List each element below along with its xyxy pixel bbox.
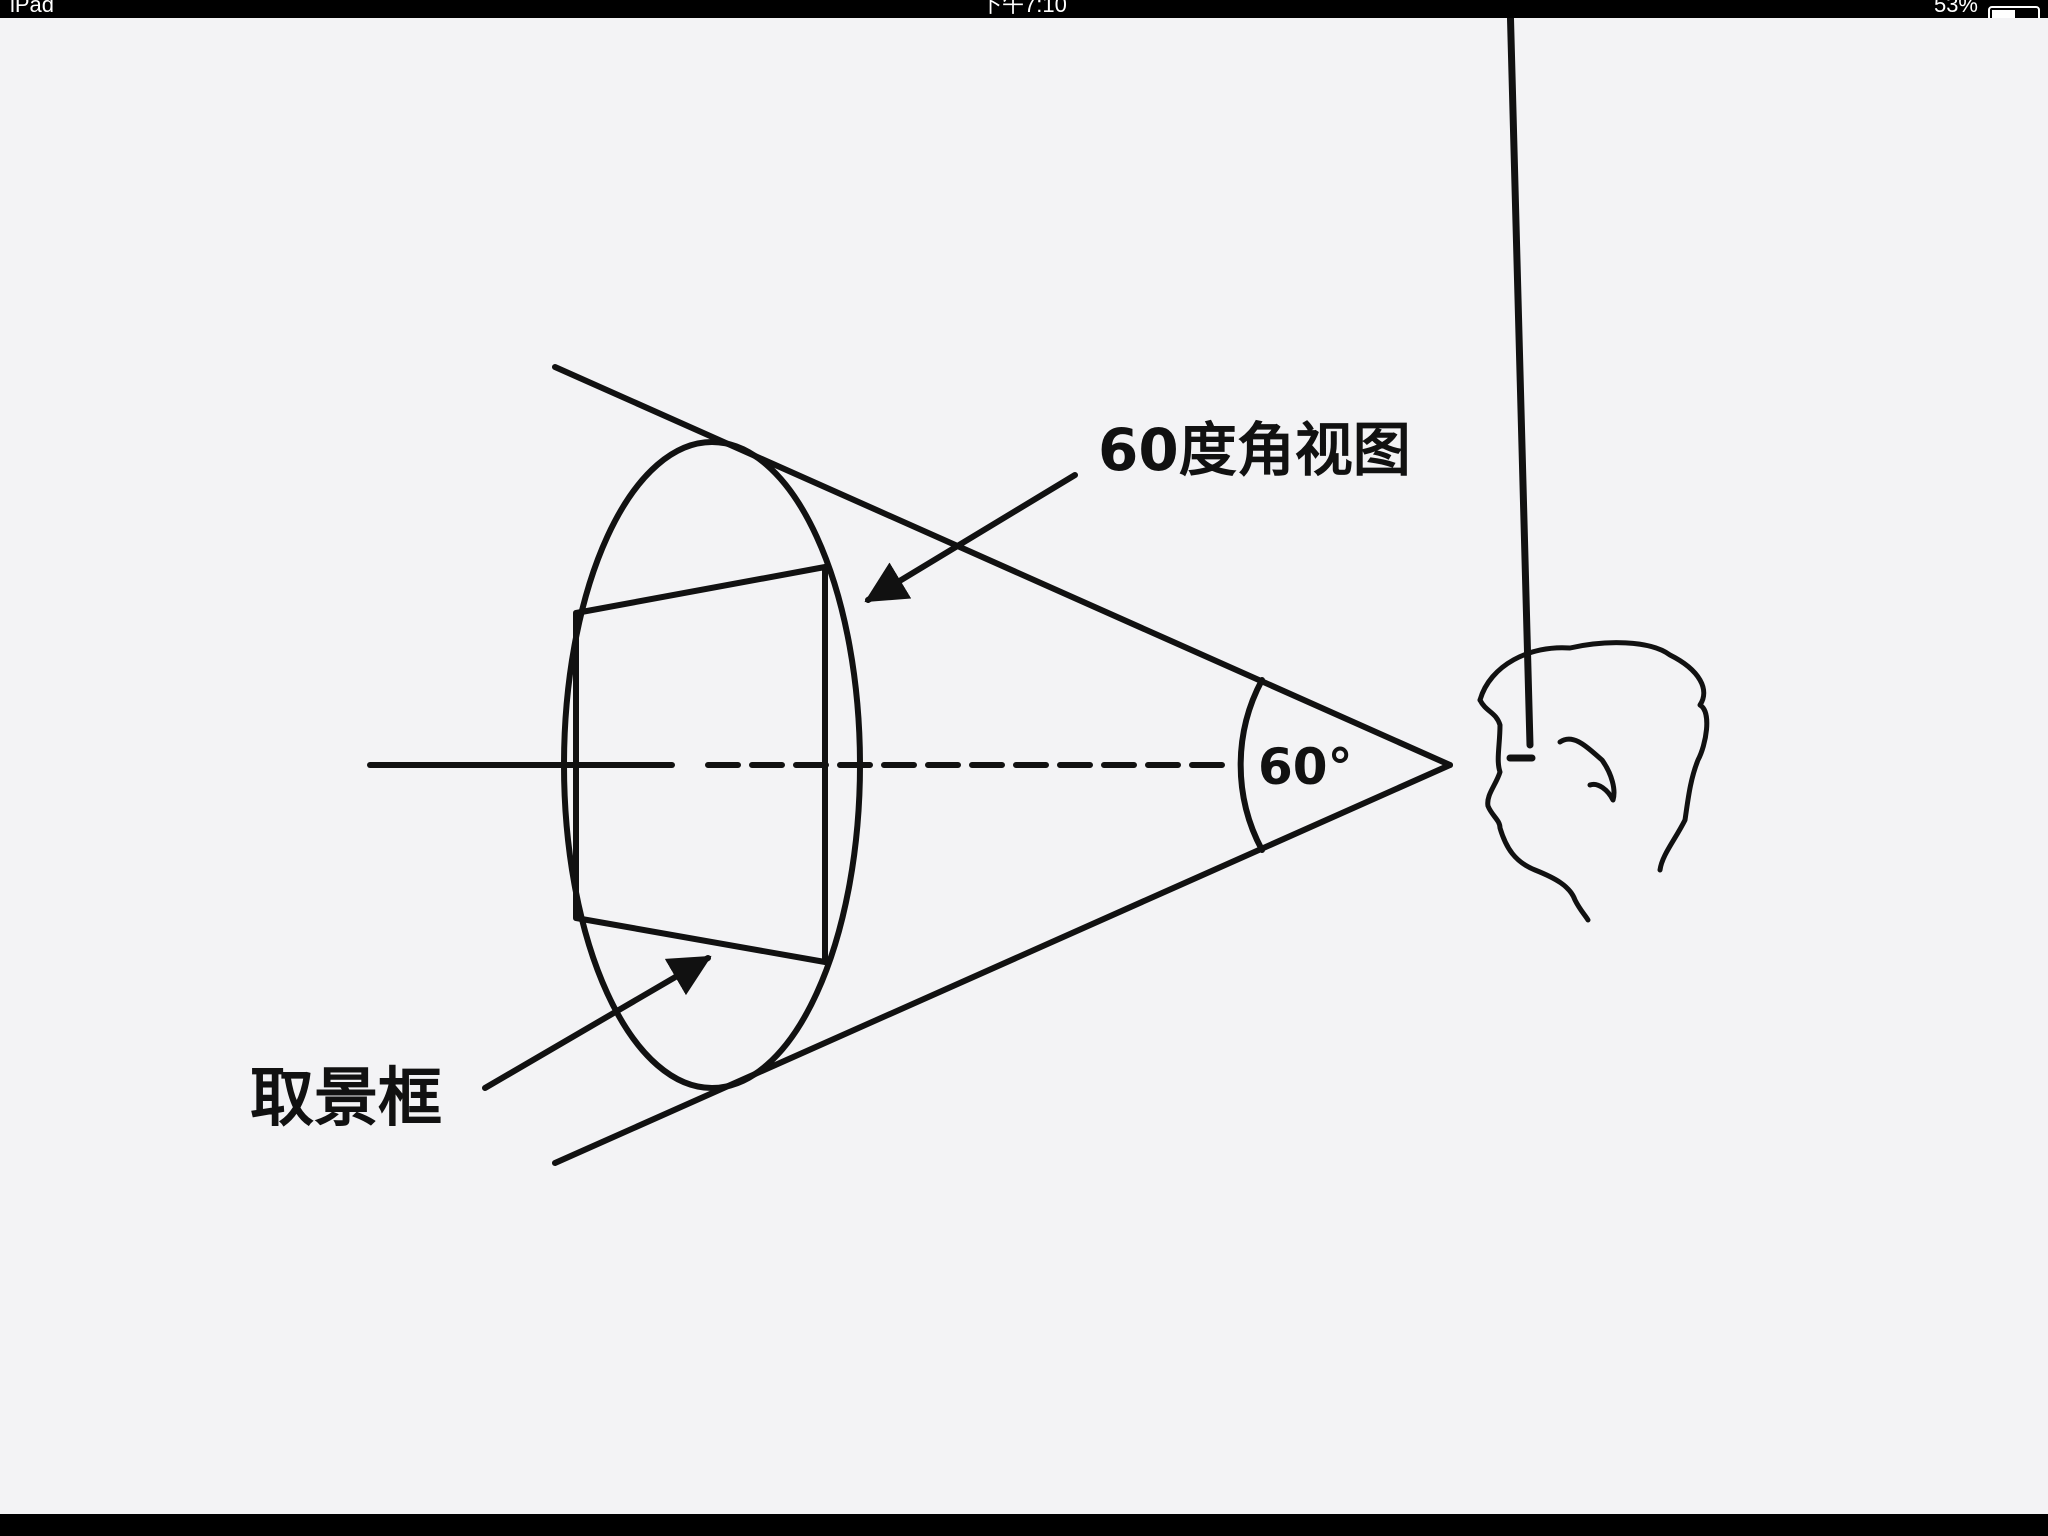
cone-lower-edge — [552, 762, 1453, 1166]
arrow-viewfinder — [482, 955, 712, 1091]
viewfinder-frame — [573, 564, 828, 965]
label-viewfinder: 取景框 — [250, 1062, 442, 1136]
arrow-view-angle — [864, 472, 1078, 603]
angle-arc — [1237, 677, 1265, 853]
label-angle-value: 60° — [1258, 738, 1353, 796]
battery-level — [1992, 10, 2015, 18]
cone-upper-edge — [552, 364, 1453, 768]
status-time: 下午7:10 — [980, 0, 1067, 17]
battery-percent: 53% — [1933, 0, 1978, 17]
head-profile — [1477, 0, 1710, 923]
bottom-bar — [0, 1514, 2048, 1536]
battery-icon — [1988, 6, 2040, 18]
status-bar: iPad 下午7:10 53% — [0, 0, 2048, 18]
device-name: iPad — [10, 0, 55, 17]
label-view-angle: 60度角视图 — [1098, 416, 1411, 484]
